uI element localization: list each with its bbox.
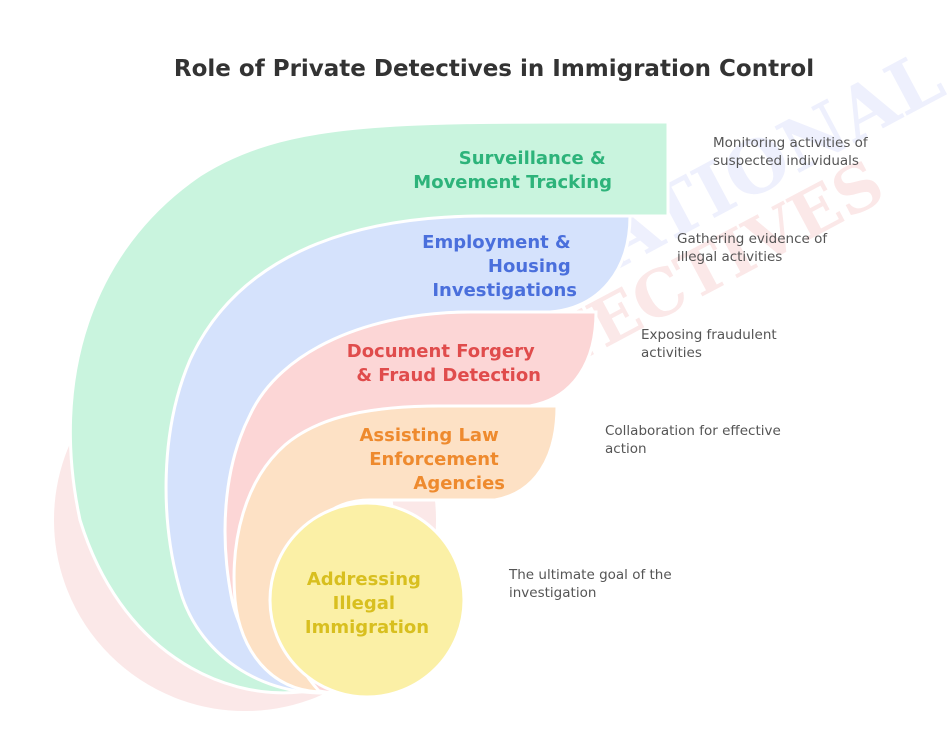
description-document-line-2: activities bbox=[641, 345, 702, 361]
description-employment-line-1: Gathering evidence of bbox=[677, 231, 828, 247]
descriptions: Monitoring activities of suspected indiv… bbox=[508, 135, 872, 601]
label-document-line-2: & Fraud Detection bbox=[356, 365, 541, 386]
label-addressing-line-2: Illegal bbox=[333, 593, 395, 614]
label-surveillance-line-1: Surveillance & bbox=[459, 148, 606, 169]
description-surveillance-line-2: suspected individuals bbox=[713, 153, 859, 169]
label-document: Document Forgery & Fraud Detection bbox=[347, 341, 541, 386]
description-employment: Gathering evidence of illegal activities bbox=[677, 231, 831, 265]
description-addressing-line-1: The ultimate goal of the bbox=[508, 567, 672, 583]
description-document: Exposing fraudulent activities bbox=[641, 327, 781, 361]
label-surveillance-line-2: Movement Tracking bbox=[413, 172, 612, 193]
label-employment-line-2: Housing bbox=[488, 256, 571, 277]
band-addressing bbox=[268, 501, 466, 699]
label-law-enforcement-line-3: Agencies bbox=[413, 473, 505, 494]
description-law-enforcement: Collaboration for effective action bbox=[605, 423, 785, 457]
label-employment: Employment & Housing Investigations bbox=[422, 232, 577, 301]
label-law-enforcement-line-2: Enforcement bbox=[369, 449, 499, 470]
label-addressing-line-1: Addressing bbox=[307, 569, 421, 590]
description-surveillance-line-1: Monitoring activities of bbox=[713, 135, 869, 151]
description-law-enforcement-line-2: action bbox=[605, 441, 647, 457]
label-addressing-line-3: Immigration bbox=[305, 617, 429, 638]
band-law-enforcement bbox=[232, 404, 559, 694]
description-document-line-1: Exposing fraudulent bbox=[641, 327, 777, 343]
page-title: Role of Private Detectives in Immigratio… bbox=[174, 56, 814, 82]
label-employment-line-1: Employment & bbox=[422, 232, 571, 253]
description-addressing: The ultimate goal of the investigation bbox=[508, 567, 676, 601]
band-labels: Surveillance & Movement Tracking Employm… bbox=[305, 148, 612, 638]
description-employment-line-2: illegal activities bbox=[677, 249, 782, 265]
description-law-enforcement-line-1: Collaboration for effective bbox=[605, 423, 781, 439]
label-law-enforcement-line-1: Assisting Law bbox=[359, 425, 498, 446]
description-addressing-line-2: investigation bbox=[509, 585, 596, 601]
description-surveillance: Monitoring activities of suspected indiv… bbox=[713, 135, 872, 169]
bands bbox=[68, 120, 670, 699]
label-surveillance: Surveillance & Movement Tracking bbox=[413, 148, 612, 193]
label-document-line-1: Document Forgery bbox=[347, 341, 535, 362]
label-employment-line-3: Investigations bbox=[432, 280, 577, 301]
label-law-enforcement: Assisting Law Enforcement Agencies bbox=[359, 425, 505, 494]
label-addressing: Addressing Illegal Immigration bbox=[305, 569, 429, 638]
